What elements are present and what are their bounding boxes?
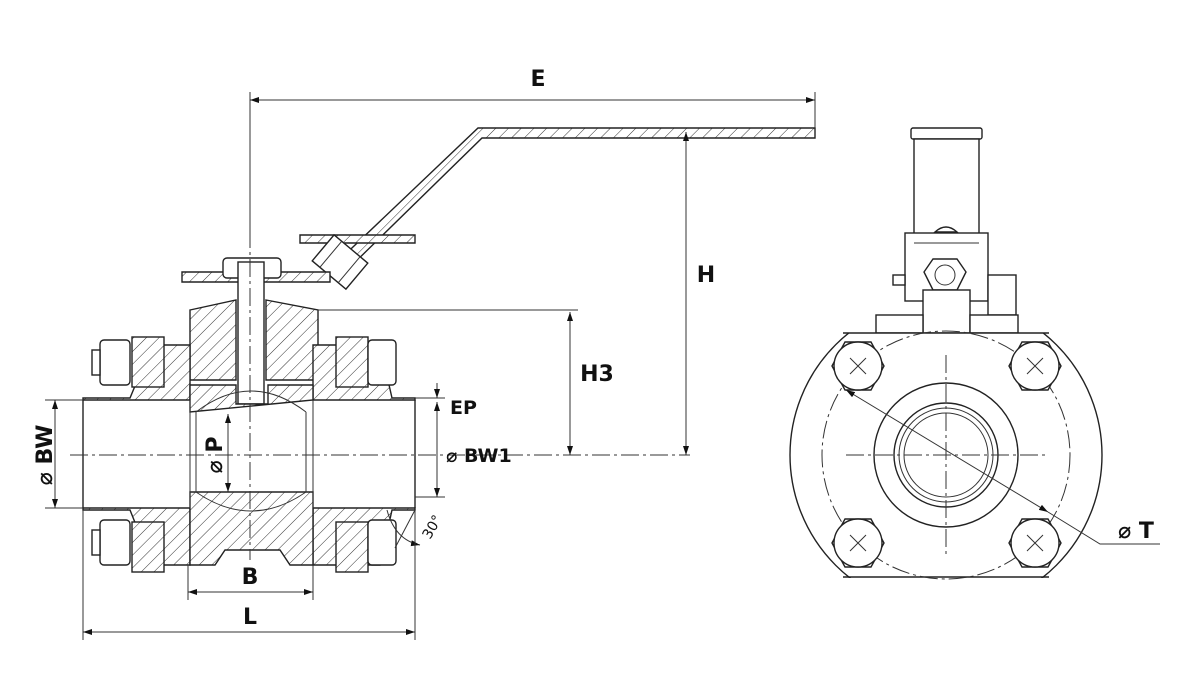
flange-block-tl [131,336,165,388]
bolt-heads [91,339,397,566]
dim-BW1-label: ⌀ BW1 [446,445,512,467]
dimensions: E H H3 EP ⌀ BW1 ⌀ BW ⌀ P 30° B L [33,67,816,640]
stem-cap [910,127,983,140]
flange-block-br [335,521,369,573]
body-top [189,384,314,413]
dim-T-label: ⌀ T [1118,519,1154,544]
dim-L-label: L [243,605,257,630]
dim-B-label: B [242,565,259,590]
handle-lever [331,127,816,273]
body-bottom [189,491,314,566]
gland [189,299,237,381]
dim-H-label: H [697,263,715,288]
flange-block-tr [335,336,369,388]
bolts [831,341,1062,568]
side-section-view [70,127,816,573]
end-view: ⌀ T [789,127,1160,580]
dim-P-label: ⌀ P [203,436,228,473]
flange-block-bl [131,521,165,573]
gland-right [265,299,319,381]
dim-EP-label: EP [450,397,477,419]
dim-BW-label: ⌀ BW [33,425,58,486]
dim-H3-label: H3 [580,362,614,387]
stem [237,261,265,405]
handle-stop-plate [299,234,416,244]
dim-E-label: E [530,67,545,92]
angle-30-label: 30° [420,512,446,542]
stem-tube [913,138,980,236]
